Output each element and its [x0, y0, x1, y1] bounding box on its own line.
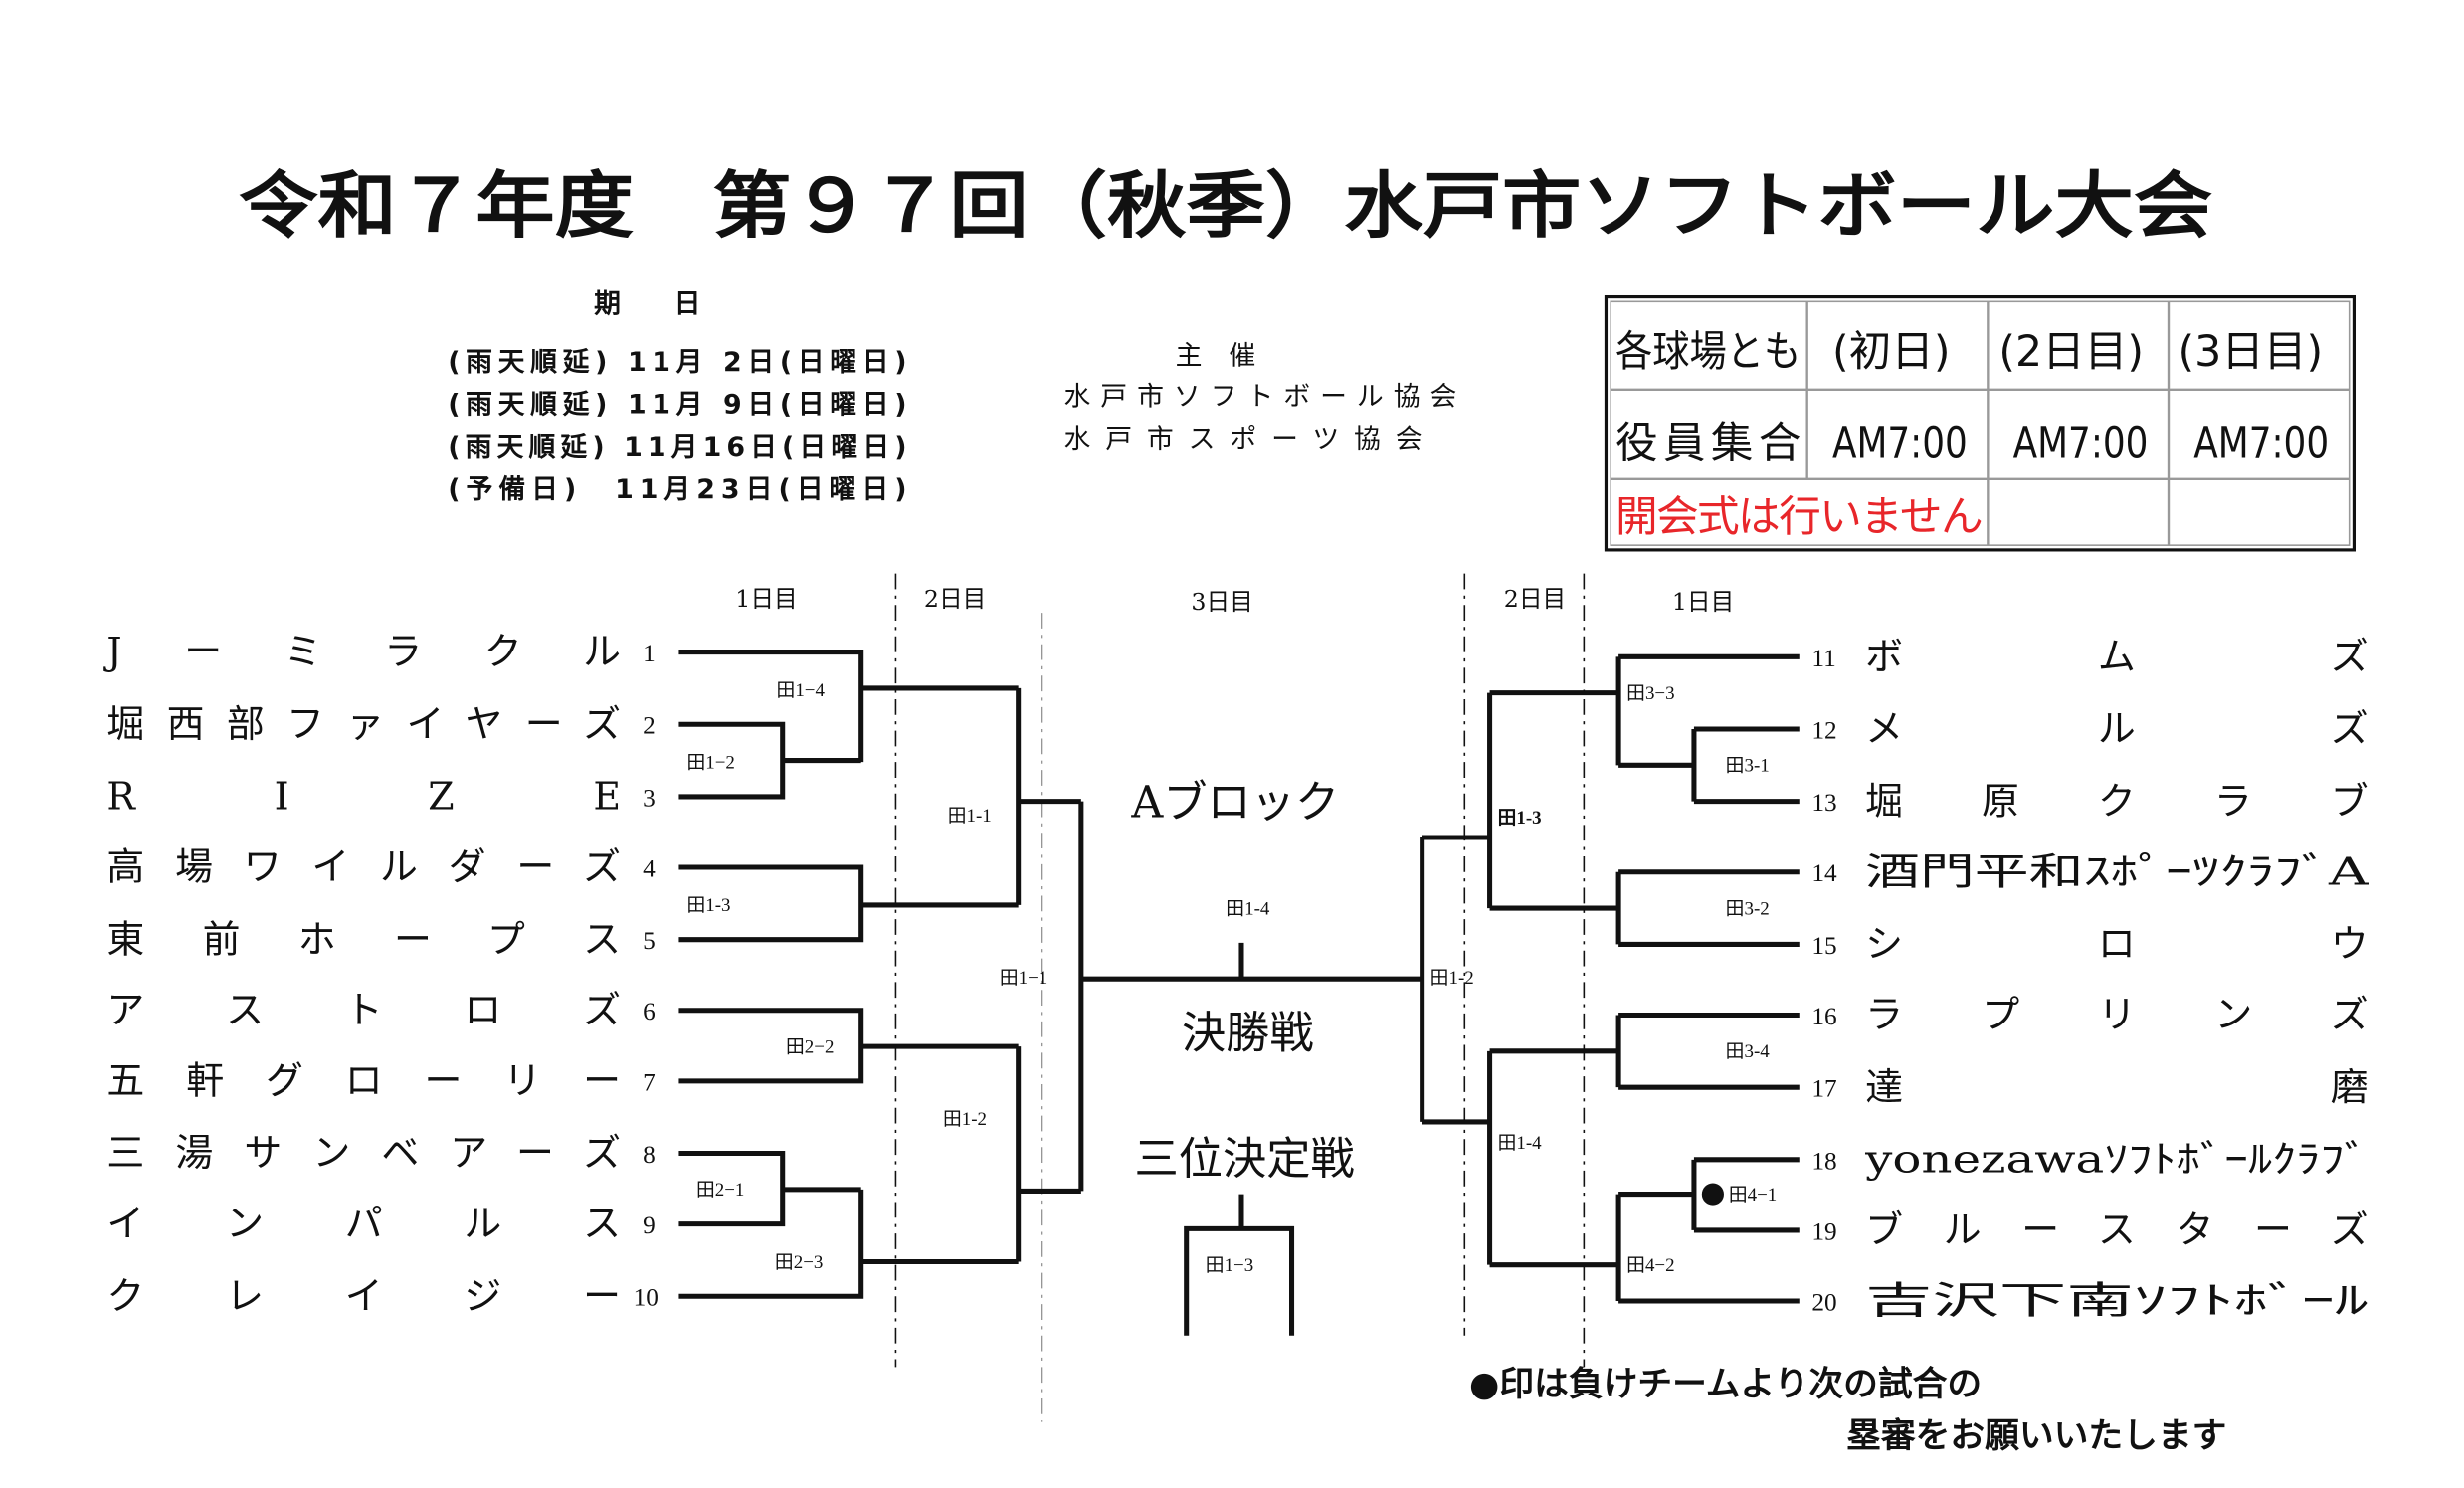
table-header-cell: 各球場とも	[1615, 327, 1801, 377]
match-label: 田3-4	[1726, 1041, 1771, 1062]
table-cell-time: AM7:00	[1832, 419, 1968, 468]
team-name: シロウ	[1865, 922, 2369, 966]
date-line: (雨天順延) 11月 9日(日曜日)	[448, 389, 906, 420]
team-name: 吉沢下南ｿﾌﾄﾎﾞｰﾙ	[1865, 1279, 2369, 1323]
match-label: 田1−2	[686, 752, 735, 773]
table-cell-time: AM7:00	[2193, 419, 2329, 468]
round-header: 2日目	[1504, 585, 1566, 613]
team-number: 1	[643, 640, 656, 667]
round-divider	[894, 573, 1586, 1422]
team-number: 18	[1811, 1147, 1836, 1175]
match-label: 田4−1	[1729, 1185, 1778, 1206]
match-label: 田2−2	[786, 1036, 835, 1057]
team-number: 5	[643, 927, 656, 955]
team-number: 10	[634, 1284, 659, 1312]
team-name: yonezawaｿﾌﾄﾎﾞｰﾙｸﾗﾌﾞ	[1864, 1137, 2369, 1181]
team-name: 酒門平和ｽﾎﾟｰﾂｸﾗﾌﾞA	[1865, 849, 2369, 893]
team-name: クレイジー	[106, 1274, 621, 1318]
team-number: 6	[643, 998, 656, 1025]
match-label: 田2−1	[696, 1180, 745, 1201]
team-number: 16	[1811, 1003, 1836, 1030]
match-label: 田1-2	[1430, 968, 1474, 989]
table-header-cell: (3日目)	[2178, 327, 2323, 377]
team-name: ブルースターズ	[1865, 1209, 2369, 1252]
round-header: 1日目	[1672, 588, 1734, 616]
dates-heading: 期 日	[594, 288, 700, 319]
final-label: 決勝戦	[1182, 1009, 1314, 1059]
team-name: ボムズ	[1865, 635, 2369, 678]
table-cell-time: AM7:00	[2013, 419, 2149, 468]
match-label: 田1-1	[948, 806, 992, 827]
team-name: インパルス	[106, 1202, 621, 1245]
footer-note: 塁審をお願いいたします	[1846, 1416, 2226, 1456]
team-name: 五軒グローリー	[106, 1058, 621, 1102]
team-name: 堀原クラブ	[1865, 779, 2369, 823]
match-label: 田3-2	[1726, 898, 1770, 919]
team-number: 20	[1811, 1288, 1836, 1316]
team-name: アストロズ	[106, 988, 621, 1031]
date-line: (予備日) 11月23日(日曜日)	[448, 473, 906, 505]
table-header-cell: (初日)	[1832, 327, 1951, 377]
block-name: Aブロック	[1130, 777, 1339, 828]
dates-list: (雨天順延) 11月 2日(日曜日) (雨天順延) 11月 9日(日曜日) (雨…	[448, 347, 906, 505]
match-label: 田1-4	[1497, 1133, 1542, 1154]
team-number: 3	[643, 784, 656, 812]
team-name: 三湯サンベアーズ	[106, 1131, 621, 1175]
match-label: 田1−3	[1206, 1255, 1254, 1276]
team-name: メルズ	[1865, 707, 2369, 751]
bracket-lines	[678, 650, 1800, 1336]
team-name: 高場ワイルダーズ	[106, 845, 621, 889]
team-number: 19	[1811, 1217, 1836, 1245]
right-teams: ボムズ 11 メルズ 12 堀原クラブ 13 酒門平和ｽﾎﾟｰﾂｸﾗﾌﾞA 14 シロウ 15 ラプ…	[1811, 635, 2369, 1323]
match-label: 田3-1	[1726, 756, 1770, 777]
team-number: 4	[643, 854, 656, 882]
match-labels: 田1−4 田1−2 田1-3 田1-1 田2−2 田2−1 田2−3 田1-2 …	[686, 680, 1777, 1276]
team-number: 14	[1811, 859, 1837, 887]
match-label: 田1-4	[1226, 898, 1270, 919]
team-number: 17	[1811, 1075, 1836, 1103]
match-label: 田1-2	[943, 1109, 987, 1130]
date-line: (雨天順延) 11月16日(日曜日)	[448, 432, 906, 463]
team-number: 2	[643, 712, 656, 740]
team-name: 東前ホープス	[106, 917, 621, 961]
round-header: 1日目	[735, 585, 797, 613]
round-header: 3日目	[1191, 588, 1252, 616]
match-label: 田4−2	[1626, 1255, 1675, 1276]
third-place-label: 三位決定戦	[1135, 1134, 1355, 1185]
organizer-line: 水戸市スポーツ協会	[1063, 424, 1422, 455]
team-number: 8	[643, 1141, 656, 1169]
team-number: 7	[643, 1068, 656, 1096]
opening-ceremony-notice: 開会式は行いません	[1615, 492, 1984, 542]
page-title: 令和７年度 第９７回（秋季）水戸市ソフトボール大会	[239, 165, 2213, 249]
match-label: 田1−1	[1000, 968, 1048, 989]
team-number: 13	[1811, 789, 1836, 817]
match-label: 田1-3	[686, 895, 730, 916]
team-name: Jーミラクル	[102, 630, 621, 673]
match-label: 田1-3	[1497, 808, 1541, 829]
team-number: 12	[1811, 716, 1836, 744]
umpire-duty-marker-icon	[1701, 1183, 1724, 1206]
round-header: 2日目	[924, 585, 986, 613]
schedule-table: 各球場とも (初日) (2日目) (3日目) 役員集合 AM7:00 AM7:0…	[1604, 294, 2356, 552]
organizer-line: 水戸市ソフトボール協会	[1063, 382, 1456, 413]
team-number: 11	[1811, 645, 1835, 672]
team-name: RIZE	[106, 775, 621, 819]
organizer-heading: 主 催	[1176, 340, 1256, 371]
match-label: 田1−4	[776, 680, 825, 701]
table-header-cell: (2日目)	[1998, 327, 2144, 377]
date-line: (雨天順延) 11月 2日(日曜日)	[448, 347, 906, 378]
team-name: 達磨	[1865, 1065, 2369, 1109]
footer-note: ●印は負けチームより次の試合の	[1469, 1365, 1982, 1404]
team-name: 堀西部ファイヤーズ	[106, 702, 621, 746]
team-name: ラプリンズ	[1865, 993, 2369, 1036]
match-label: 田3−3	[1626, 683, 1675, 704]
team-number: 15	[1811, 932, 1836, 960]
match-label: 田2−3	[775, 1252, 824, 1273]
team-number: 9	[643, 1211, 656, 1239]
